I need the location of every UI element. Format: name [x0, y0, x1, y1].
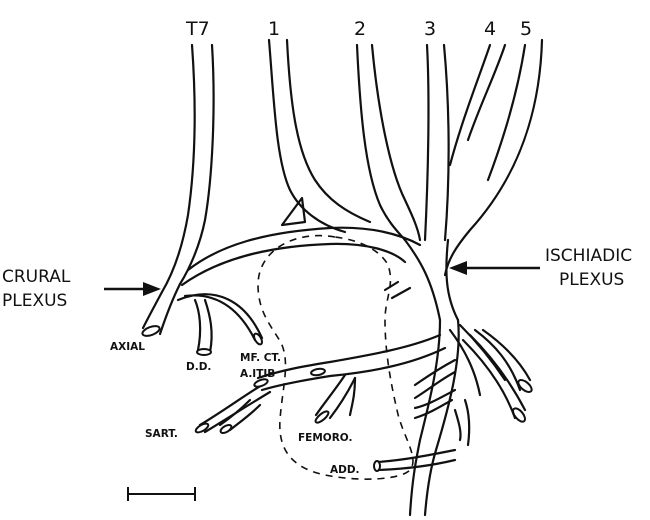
root-label-5: 5 [520, 18, 532, 40]
root-label-1: 1 [268, 18, 280, 40]
axial-nerve [143, 292, 162, 328]
root-labels: T7 1 2 3 4 5 [185, 18, 532, 40]
crural-plexus-label: CRURAL PLEXUS [2, 267, 71, 311]
femoro-nerve [316, 375, 345, 415]
root-3-nerve [425, 45, 449, 240]
root-1-nerve [269, 40, 370, 232]
ischiadic-plexus-label: ISCHIADIC PLEXUS [545, 246, 632, 290]
crural-plexus-label-line1: CRURAL [2, 267, 71, 287]
root-label-2: 2 [354, 18, 366, 40]
root-4-5-nerve [445, 40, 542, 275]
root-label-4: 4 [484, 18, 496, 40]
branch-labels: AXIAL D.D. MF. CT. A.ITIB SART. FEMORO. … [110, 341, 360, 476]
sart-nerve [200, 385, 262, 425]
branch-label-sart: SART. [145, 428, 178, 440]
branch-label-a-itib: A.ITIB [240, 368, 275, 380]
femoral-branches [194, 335, 455, 471]
branch-label-mf-ct: MF. CT. [240, 352, 281, 364]
root-label-3: 3 [424, 18, 436, 40]
ischiadic-plexus-label-line2: PLEXUS [559, 270, 624, 290]
ischiadic-trunk [385, 240, 534, 515]
branch-label-femoro: FEMORO. [298, 432, 353, 444]
ischiadic-plexus-label-line1: ISCHIADIC [545, 246, 632, 266]
branch-label-add: ADD. [330, 464, 360, 476]
root-2-nerve [357, 45, 420, 240]
branch-label-dd: D.D. [186, 361, 211, 373]
root-label-t7: T7 [185, 18, 210, 40]
ischiadic-plexus-arrow [449, 261, 540, 275]
crural-plexus-label-line2: PLEXUS [2, 291, 67, 311]
crural-trunk [178, 228, 420, 355]
crural-plexus-arrow [104, 282, 161, 296]
dd-nerve [195, 300, 200, 350]
scale-bar [128, 487, 195, 501]
branch-label-axial: AXIAL [110, 341, 145, 353]
